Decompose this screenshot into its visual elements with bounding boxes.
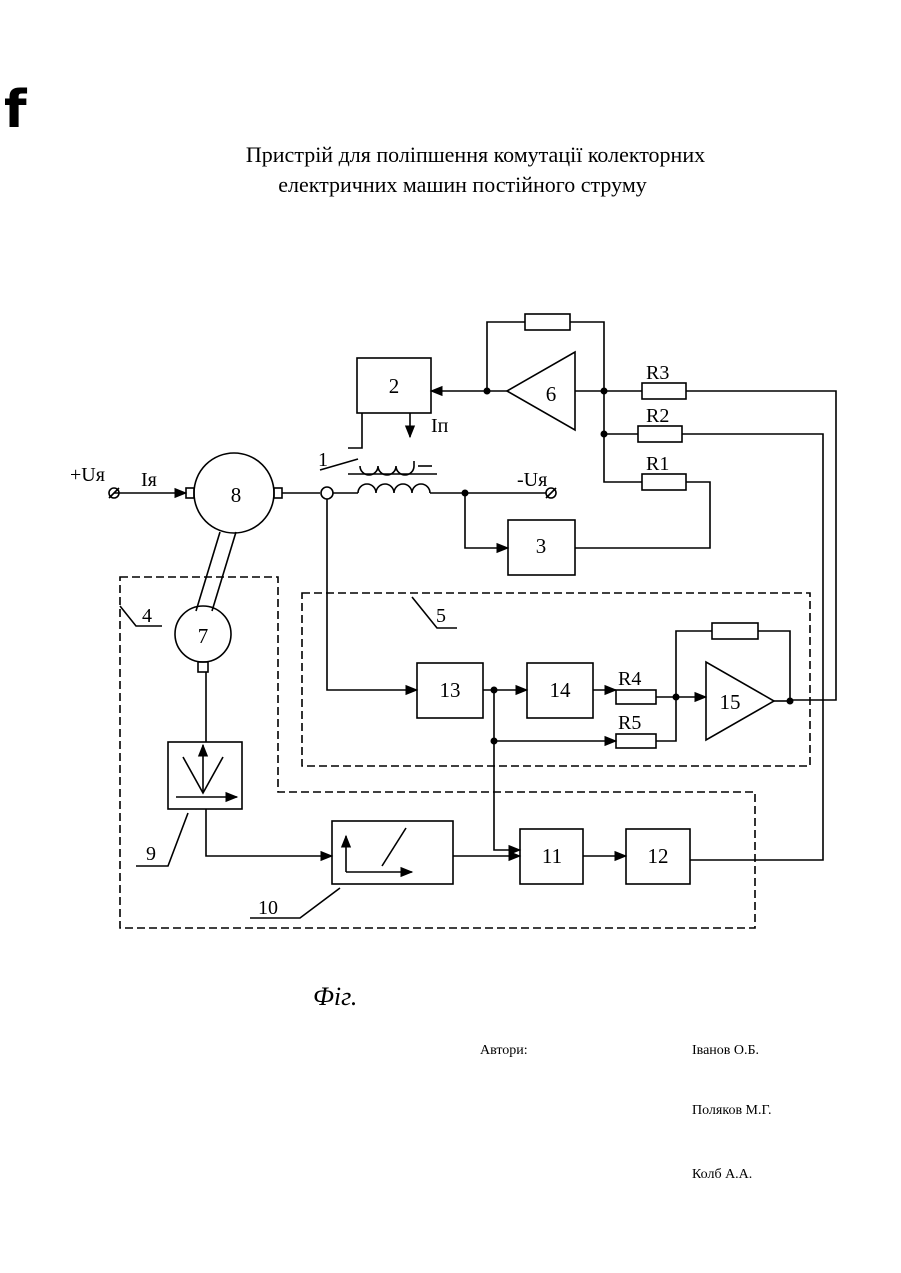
resistor-feedback-15 [712,623,758,639]
label-r2: R2 [646,405,669,427]
main-winding [358,484,430,493]
author-name: Поляков М.Г. [692,1103,772,1119]
block-15-label: 15 [720,690,741,714]
label-9: 9 [146,843,156,865]
label-r5: R5 [618,712,641,734]
label-4: 4 [142,605,152,627]
junction-dots [462,388,794,745]
block-13-label: 13 [440,678,461,702]
resistor-r4 [616,690,656,704]
figure-caption: Фіг. [313,982,357,1012]
amplifier-6 [507,352,575,430]
label-r3: R3 [646,362,669,384]
group-4-boundary [120,577,755,928]
label-r1: R1 [646,453,669,475]
label-plus-u: +Uя [70,464,105,486]
resistor-r5 [616,734,656,748]
author-name: Іванов О.Б. [692,1043,759,1059]
label-10: 10 [258,897,278,919]
label-i-pole: Iп [431,415,449,437]
label-minus-u: -Uя [517,469,547,491]
block-2-label: 2 [389,374,400,398]
block-14-label: 14 [550,678,572,702]
authors-label: Автори: [480,1043,528,1059]
block-12-label: 12 [648,844,669,868]
resistor-feedback-6 [525,314,570,330]
motor-8-terminal-left [186,488,194,498]
block-10 [332,821,453,884]
block-8-label: 8 [231,483,242,507]
label-r4: R4 [618,668,641,690]
resistor-r1 [642,474,686,490]
block-7-label: 7 [198,624,209,648]
motor-8-terminal-right [274,488,282,498]
block-9 [168,742,242,809]
block-6-label: 6 [546,382,557,406]
label-i-armature: Iя [141,469,157,491]
amp6-feedback [487,322,604,391]
label-5: 5 [436,605,446,627]
author-name: Колб А.А. [692,1167,752,1183]
block-3-label: 3 [536,534,547,558]
resistor-r3 [642,383,686,399]
resistor-r2 [638,426,682,442]
label-1: 1 [318,449,328,471]
block-11-label: 11 [542,844,562,868]
